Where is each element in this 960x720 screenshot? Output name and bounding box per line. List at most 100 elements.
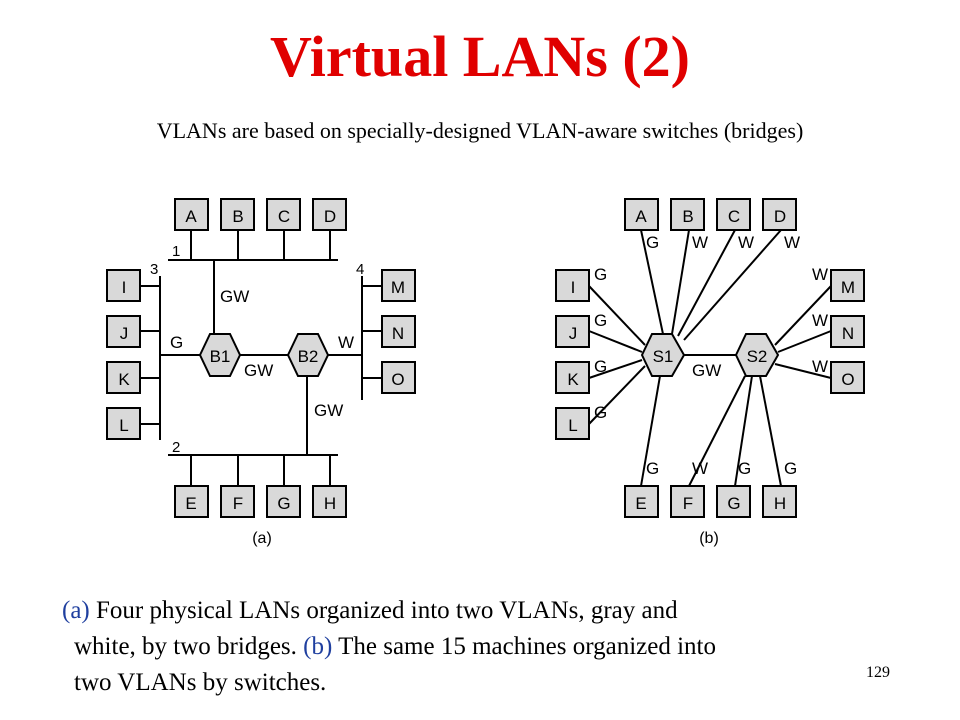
vlan-tag-L: G <box>594 403 607 422</box>
machine-a-M: M <box>381 269 416 302</box>
machine-b-M: M <box>830 269 865 302</box>
machine-a-K: K <box>106 361 141 394</box>
bridge-b2-label: B2 <box>298 347 319 366</box>
svg-text:D: D <box>324 207 336 226</box>
bridge-b2 <box>286 333 330 377</box>
svg-text:D: D <box>774 207 786 226</box>
vlan-tag-E: G <box>646 459 659 478</box>
machine-b-F: F <box>670 485 705 518</box>
machine-b-L: L <box>555 407 590 440</box>
svg-text:I: I <box>571 278 576 297</box>
svg-text:K: K <box>567 370 579 389</box>
lan-number-2: 2 <box>172 439 180 456</box>
slide-title: Virtual LANs (2) <box>270 24 690 89</box>
machine-a-F: F <box>220 485 255 518</box>
svg-text:M: M <box>841 278 855 297</box>
vlan-tag-K: G <box>594 357 607 376</box>
svg-text:G: G <box>727 494 740 513</box>
lan-number-1: 1 <box>172 243 180 260</box>
port-label-right: W <box>338 333 354 352</box>
caption-line-2: white, by two bridges. (b) The same 15 m… <box>62 629 922 665</box>
caption-ref-a: (a) <box>62 597 90 624</box>
diagram-a-label: (a) <box>252 530 272 547</box>
caption-line-1-text: Four physical LANs organized into two VL… <box>89 597 678 624</box>
machine-b-J: J <box>555 315 590 348</box>
machine-a-J: J <box>106 315 141 348</box>
svg-text:A: A <box>635 207 647 226</box>
figure-caption: (a) Four physical LANs organized into tw… <box>62 593 922 701</box>
svg-text:I: I <box>122 278 127 297</box>
port-label-top: GW <box>220 287 249 306</box>
machine-a-B: B <box>220 198 255 231</box>
svg-text:A: A <box>185 207 197 226</box>
machine-a-C: C <box>266 198 301 231</box>
machine-a-H: H <box>312 485 347 518</box>
svg-text:F: F <box>233 494 243 513</box>
page-number: 129 <box>866 664 890 681</box>
vlan-tag-I: G <box>594 265 607 284</box>
machine-a-D: D <box>312 198 347 231</box>
svg-text:C: C <box>728 207 740 226</box>
machine-a-I: I <box>106 269 141 302</box>
caption-line-1: (a) Four physical LANs organized into tw… <box>62 593 922 629</box>
vlan-tag-G: G <box>738 459 751 478</box>
switch-s2-label: S2 <box>747 347 768 366</box>
caption-ref-b: (b) <box>303 633 333 660</box>
svg-text:C: C <box>278 207 290 226</box>
vlan-tag-H: G <box>784 459 797 478</box>
svg-text:L: L <box>568 416 577 435</box>
machine-b-E: E <box>624 485 659 518</box>
switch-s1-label: S1 <box>653 347 674 366</box>
machine-b-H: H <box>762 485 797 518</box>
svg-text:G: G <box>277 494 290 513</box>
vlan-tag-F: W <box>692 459 708 478</box>
vlan-tag-A: G <box>646 233 659 252</box>
svg-text:B: B <box>682 207 693 226</box>
machine-a-G: G <box>266 485 301 518</box>
vlan-tag-M: W <box>812 265 828 284</box>
diagram-b-label: (b) <box>699 530 719 547</box>
switch-s2 <box>734 333 780 377</box>
caption-line-2-start: white, by two bridges. <box>74 633 304 660</box>
machine-a-L: L <box>106 407 141 440</box>
svg-text:E: E <box>635 494 646 513</box>
machine-b-D: D <box>762 198 797 231</box>
vlan-tag-D: W <box>784 233 800 252</box>
svg-text:J: J <box>569 324 578 343</box>
caption-line-2-text: The same 15 machines organized into <box>332 633 716 660</box>
svg-text:H: H <box>774 494 786 513</box>
bridge-b1-label: B1 <box>210 347 231 366</box>
svg-text:H: H <box>324 494 336 513</box>
bridge-b1 <box>198 333 242 377</box>
svg-text:O: O <box>391 370 404 389</box>
vlan-tag-C: W <box>738 233 754 252</box>
machine-a-N: N <box>381 315 416 348</box>
svg-text:N: N <box>392 324 404 343</box>
svg-text:B: B <box>232 207 243 226</box>
svg-text:J: J <box>120 324 129 343</box>
svg-text:E: E <box>185 494 196 513</box>
machine-b-A: A <box>624 198 659 231</box>
port-label-left: G <box>170 333 183 352</box>
machine-b-K: K <box>555 361 590 394</box>
vlan-tag-B: W <box>692 233 708 252</box>
lan-number-4: 4 <box>356 261 364 278</box>
diagram-a: B1 B2 GW G GW W GW 1 2 3 4 A B C D I J K… <box>106 198 416 547</box>
port-label-bottom: GW <box>314 401 343 420</box>
svg-text:F: F <box>683 494 693 513</box>
port-label-middle: GW <box>244 361 273 380</box>
machine-a-A: A <box>174 198 209 231</box>
svg-text:K: K <box>118 370 130 389</box>
machine-b-C: C <box>716 198 751 231</box>
machine-b-I: I <box>555 269 590 302</box>
switch-s1 <box>640 333 686 377</box>
lan-number-3: 3 <box>150 261 158 278</box>
svg-text:N: N <box>842 324 854 343</box>
machine-b-G: G <box>716 485 751 518</box>
trunk-label: GW <box>692 361 721 380</box>
vlan-tag-J: G <box>594 311 607 330</box>
svg-text:O: O <box>841 370 854 389</box>
slide-subtitle: VLANs are based on specially-designed VL… <box>156 118 804 143</box>
vlan-tag-N: W <box>812 311 828 330</box>
